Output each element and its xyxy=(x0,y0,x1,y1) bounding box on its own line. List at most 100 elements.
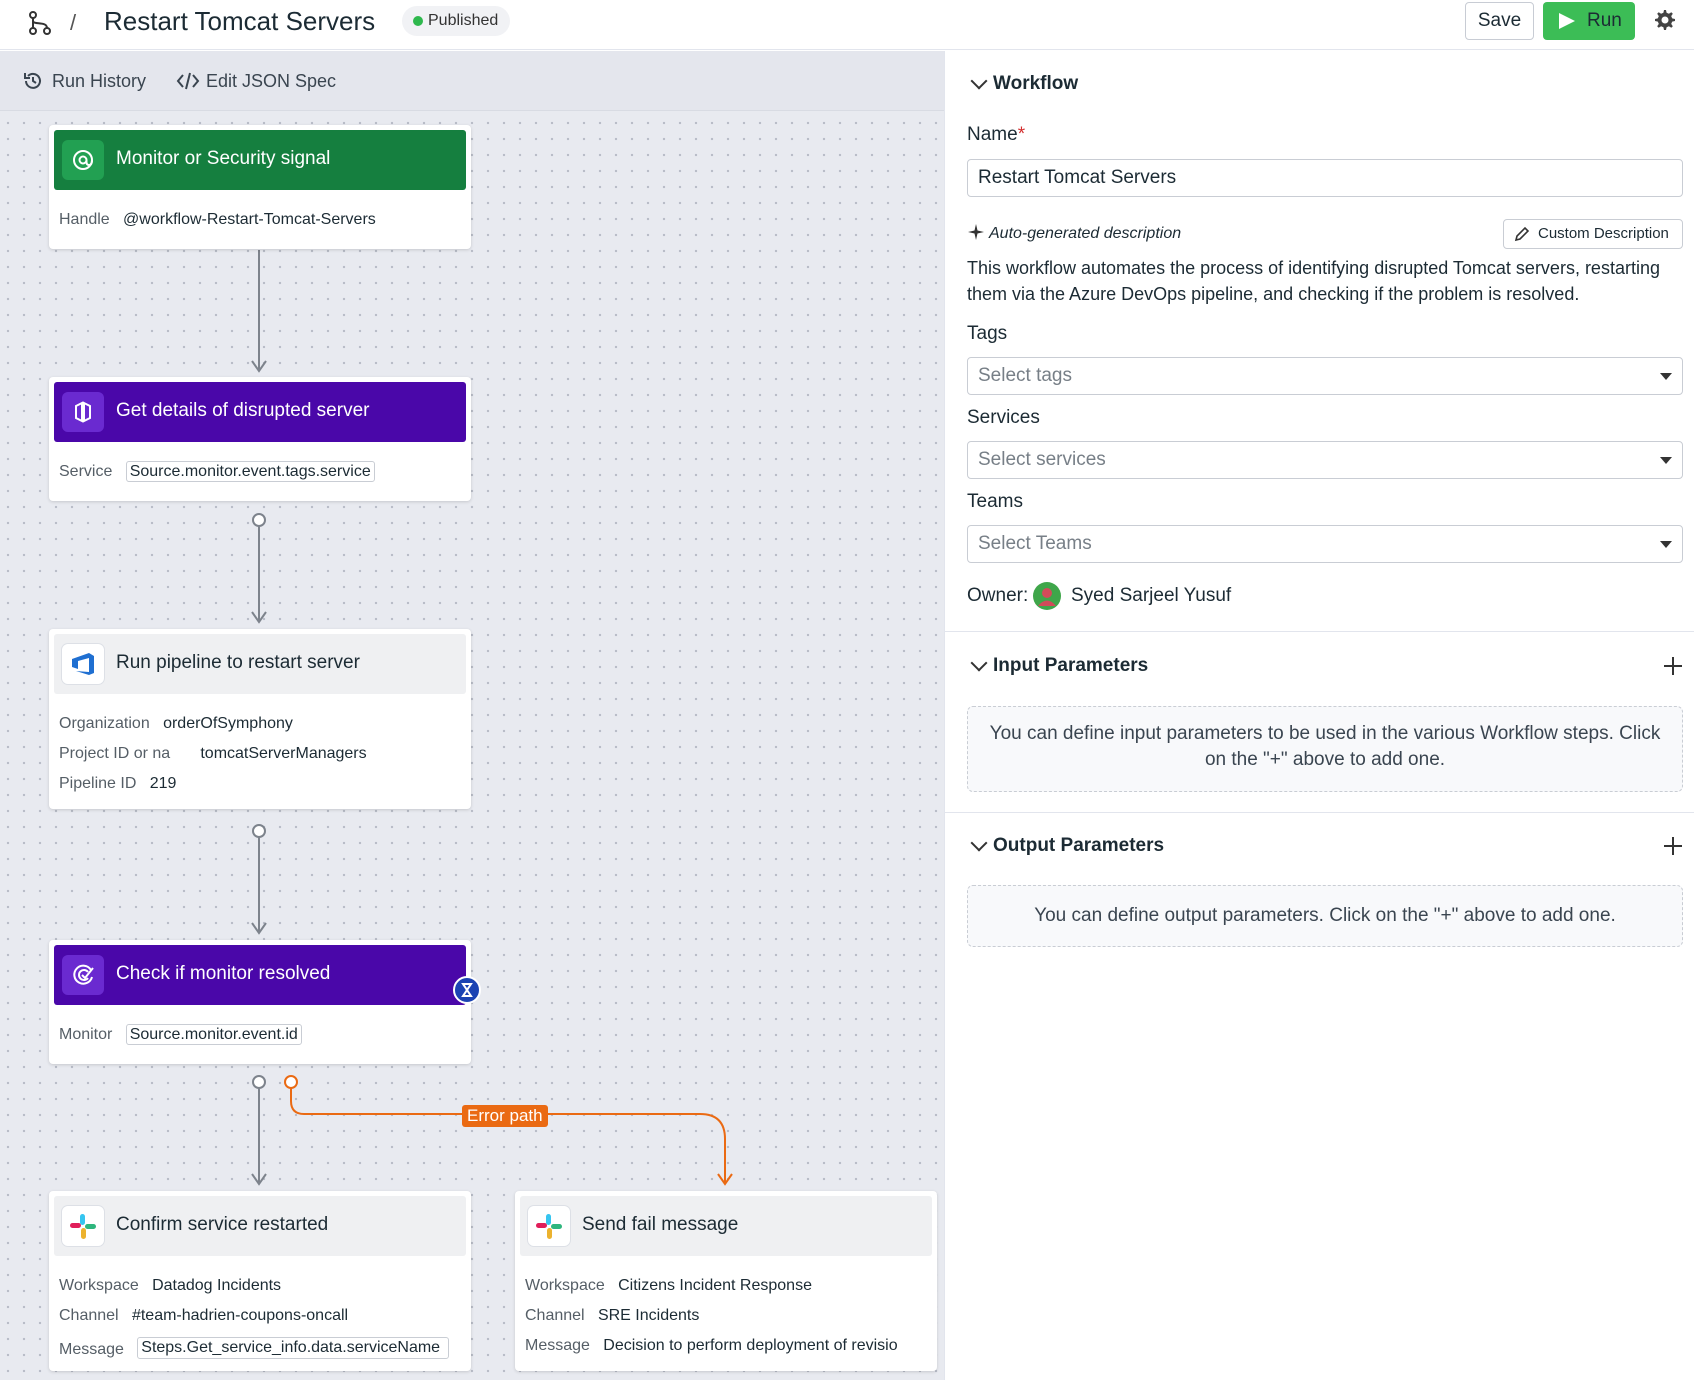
breadcrumb-separator: / xyxy=(70,10,77,35)
node-param-row: Channel #team-hadrien-coupons-oncall xyxy=(59,1307,348,1325)
input-parameters-title: Input Parameters xyxy=(993,655,1149,676)
node-param-row: Channel SRE Incidents xyxy=(525,1307,699,1325)
param-key: Organization xyxy=(59,715,150,732)
sparkle-icon xyxy=(968,224,984,240)
run-pipeline-node[interactable]: Run pipeline to restart server Organizat… xyxy=(49,629,471,809)
caret-down-icon xyxy=(1660,541,1672,548)
param-value: SRE Incidents xyxy=(597,1307,700,1324)
tags-select[interactable]: Select tags xyxy=(967,357,1683,395)
node-param-row: Service Source.monitor.event.tags.servic… xyxy=(59,461,375,482)
slack-icon xyxy=(62,1206,104,1246)
chevron-down-icon xyxy=(970,654,988,672)
error-path-label: Error path xyxy=(462,1105,548,1127)
page-title[interactable]: Restart Tomcat Servers xyxy=(104,6,376,36)
save-button[interactable]: Save xyxy=(1465,2,1534,40)
confirm-restart-node-header: Confirm service restarted xyxy=(54,1196,466,1256)
hourglass-icon[interactable] xyxy=(453,976,481,1004)
node-param-row: Message Decision to perform deployment o… xyxy=(525,1337,921,1355)
workflow-settings-panel: Workflow Name* Restart Tomcat Servers Au… xyxy=(944,51,1694,1380)
at-sign-icon xyxy=(62,140,104,180)
edit-json-button[interactable]: Edit JSON Spec xyxy=(176,67,336,95)
confirm-restart-node[interactable]: Confirm service restarted Workspace Data… xyxy=(49,1191,471,1371)
play-icon xyxy=(1559,13,1575,29)
param-key: Message xyxy=(525,1337,590,1354)
param-value: @workflow-Restart-Tomcat-Servers xyxy=(123,211,376,228)
param-key: Message xyxy=(59,1341,124,1358)
divider xyxy=(945,631,1694,632)
azure-devops-icon xyxy=(62,644,104,684)
run-button-label: Run xyxy=(1587,10,1622,31)
node-param-row: Workspace Citizens Incident Response xyxy=(525,1277,812,1295)
pencil-icon xyxy=(1514,226,1530,242)
get-details-node-title: Get details of disrupted server xyxy=(116,400,370,421)
param-value: #team-hadrien-coupons-oncall xyxy=(131,1307,349,1324)
check-monitor-node-title: Check if monitor resolved xyxy=(116,963,331,984)
owner-name: Syed Sarjeel Yusuf xyxy=(1071,585,1232,606)
send-fail-node-title: Send fail message xyxy=(582,1214,739,1235)
param-key: Workspace xyxy=(59,1277,139,1294)
owner-label: Owner: xyxy=(967,585,1029,606)
name-label-row: Name* xyxy=(967,124,1025,146)
avatar[interactable] xyxy=(1032,581,1062,611)
param-value: Source.monitor.event.tags.service xyxy=(125,461,375,482)
tags-label: Tags xyxy=(967,323,1008,344)
history-icon xyxy=(24,72,41,89)
chevron-down-icon xyxy=(970,72,988,90)
code-icon xyxy=(176,72,200,90)
teams-label: Teams xyxy=(967,491,1023,512)
run-pipeline-node-title: Run pipeline to restart server xyxy=(116,652,360,673)
workflow-description: This workflow automates the process of i… xyxy=(967,258,1660,304)
workflow-icon[interactable] xyxy=(26,9,54,37)
service-catalog-icon xyxy=(62,392,104,432)
name-label: Name xyxy=(967,124,1018,145)
confirm-restart-node-title: Confirm service restarted xyxy=(116,1214,329,1235)
chevron-down-icon xyxy=(970,834,988,852)
node-param-row: Handle @workflow-Restart-Tomcat-Servers xyxy=(59,211,376,229)
workflow-canvas[interactable]: Run History Edit JSON Spec xyxy=(0,51,944,1380)
teams-select[interactable]: Select Teams xyxy=(967,525,1683,563)
services-label: Services xyxy=(967,407,1040,428)
param-key: Channel xyxy=(59,1307,119,1324)
param-value: orderOfSymphony xyxy=(163,715,293,732)
trigger-node-header: Monitor or Security signal xyxy=(54,130,466,190)
param-key: Project ID or na xyxy=(59,745,171,762)
run-pipeline-node-header: Run pipeline to restart server xyxy=(54,634,466,694)
send-fail-node-header: Send fail message xyxy=(520,1196,932,1256)
add-output-parameter-icon[interactable] xyxy=(1664,837,1682,855)
gear-icon[interactable] xyxy=(1652,8,1676,32)
workflow-section-title: Workflow xyxy=(993,73,1079,94)
param-value: Steps.Get_service_info.data.serviceName xyxy=(137,1337,450,1359)
run-history-button[interactable]: Run History xyxy=(22,67,152,95)
node-param-row: Organization orderOfSymphony xyxy=(59,715,293,733)
auto-description-label: Auto-generated description xyxy=(989,225,1182,242)
get-details-node[interactable]: Get details of disrupted server Service … xyxy=(49,377,471,501)
add-input-parameter-icon[interactable] xyxy=(1664,657,1682,675)
caret-down-icon xyxy=(1660,457,1672,464)
node-param-row: Workspace Datadog Incidents xyxy=(59,1277,281,1295)
tags-placeholder: Select tags xyxy=(978,365,1072,386)
run-history-label: Run History xyxy=(52,71,147,91)
owner-row: Owner: Syed Sarjeel Yusuf xyxy=(967,581,1367,613)
param-key: Service xyxy=(59,463,113,480)
param-key: Pipeline ID xyxy=(59,775,137,792)
divider xyxy=(945,812,1694,813)
name-input[interactable]: Restart Tomcat Servers xyxy=(967,159,1683,197)
output-parameters-help: You can define output parameters. Click … xyxy=(967,885,1683,947)
check-monitor-node[interactable]: Check if monitor resolved Monitor Source… xyxy=(49,940,471,1064)
edit-json-label: Edit JSON Spec xyxy=(206,71,337,91)
trigger-node[interactable]: Monitor or Security signal Handle @workf… xyxy=(49,125,471,249)
caret-down-icon xyxy=(1660,373,1672,380)
get-details-node-header: Get details of disrupted server xyxy=(54,382,466,442)
param-key: Channel xyxy=(525,1307,585,1324)
param-key: Workspace xyxy=(525,1277,605,1294)
required-mark: * xyxy=(1017,124,1026,145)
run-button[interactable]: Run xyxy=(1543,2,1635,40)
canvas-toolbar: Run History Edit JSON Spec xyxy=(0,51,944,111)
teams-placeholder: Select Teams xyxy=(978,533,1092,554)
monitor-status-icon xyxy=(62,955,104,995)
param-key: Monitor xyxy=(59,1026,113,1043)
custom-description-button[interactable]: Custom Description xyxy=(1503,219,1683,249)
param-value: tomcatServerManagers xyxy=(200,745,367,762)
services-select[interactable]: Select services xyxy=(967,441,1683,479)
send-fail-node[interactable]: Send fail message Workspace Citizens Inc… xyxy=(515,1191,937,1371)
